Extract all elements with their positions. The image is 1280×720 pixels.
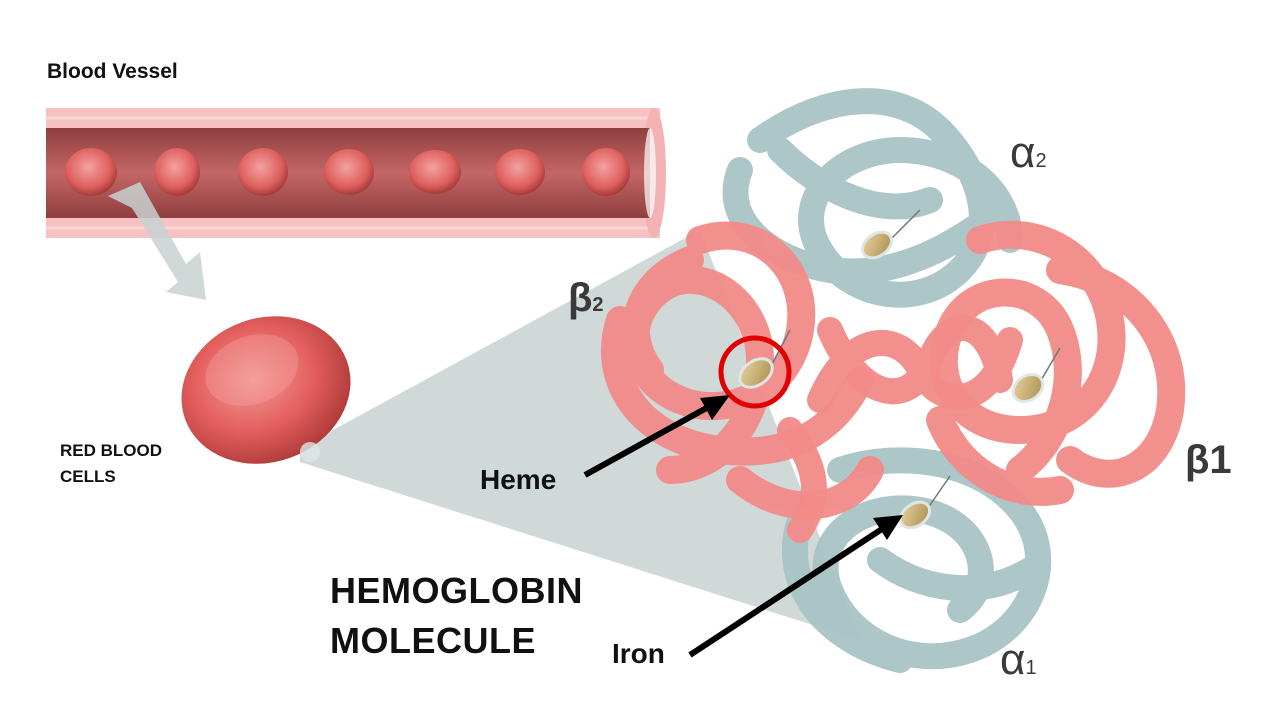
rbc-label-line1: RED BLOOD bbox=[60, 441, 162, 460]
iron-pointer-arrow bbox=[688, 515, 903, 658]
beta1-symbol: β bbox=[1185, 438, 1210, 482]
beta2-symbol: β bbox=[568, 276, 593, 320]
beta2-label: β2 bbox=[568, 276, 604, 321]
heme-disc-alpha1 bbox=[898, 475, 951, 530]
alpha2-label: α2 bbox=[1010, 128, 1047, 178]
heme-label: Heme bbox=[480, 464, 557, 495]
beta1-label: β1 bbox=[1185, 438, 1232, 483]
vessel-rbc bbox=[154, 148, 200, 196]
vessel-red-blood-cells bbox=[65, 148, 630, 196]
vessel-rbc bbox=[65, 148, 117, 196]
central-strands bbox=[777, 315, 1023, 543]
vessel-rbc bbox=[324, 149, 374, 195]
alpha2-symbol: α bbox=[1010, 128, 1036, 177]
hemoglobin-molecule-label: HEMOGLOBIN MOLECULE bbox=[330, 566, 583, 666]
alpha1-label: α1 bbox=[1000, 635, 1037, 685]
zoom-arrow bbox=[108, 182, 206, 300]
heme-highlight-ring bbox=[718, 335, 792, 409]
alpha2-index: 2 bbox=[1035, 150, 1047, 172]
vessel-rbc bbox=[238, 148, 288, 196]
vessel-rbc bbox=[495, 149, 545, 195]
heme-disc-beta2 bbox=[738, 329, 791, 389]
vessel-rbc bbox=[409, 150, 461, 194]
vessel-rbc bbox=[582, 148, 630, 196]
rbc-label-line2: CELLS bbox=[60, 467, 116, 486]
zoom-cone bbox=[300, 230, 860, 640]
beta2-index: 2 bbox=[592, 294, 604, 316]
hemoglobin-label-line1: HEMOGLOBIN bbox=[330, 570, 583, 611]
alpha2-chain bbox=[722, 88, 1023, 308]
alpha1-index: 1 bbox=[1025, 657, 1037, 679]
iron-label: Iron bbox=[612, 638, 665, 669]
heme-disc-alpha2 bbox=[860, 209, 921, 260]
blood-vessel-label: Blood Vessel bbox=[47, 60, 178, 83]
beta1-chain bbox=[926, 220, 1186, 506]
hemoglobin-label-line2: MOLECULE bbox=[330, 620, 536, 661]
beta1-index: 1 bbox=[1209, 438, 1232, 482]
heme-groups bbox=[738, 209, 1061, 530]
heme-pointer-arrow bbox=[583, 395, 730, 478]
heme-disc-beta1 bbox=[1011, 347, 1061, 403]
alpha1-symbol: α bbox=[1000, 635, 1026, 684]
red-blood-cell bbox=[181, 316, 351, 464]
red-blood-cells-label: RED BLOOD CELLS bbox=[60, 438, 162, 490]
hemoglobin-molecule bbox=[601, 88, 1186, 673]
